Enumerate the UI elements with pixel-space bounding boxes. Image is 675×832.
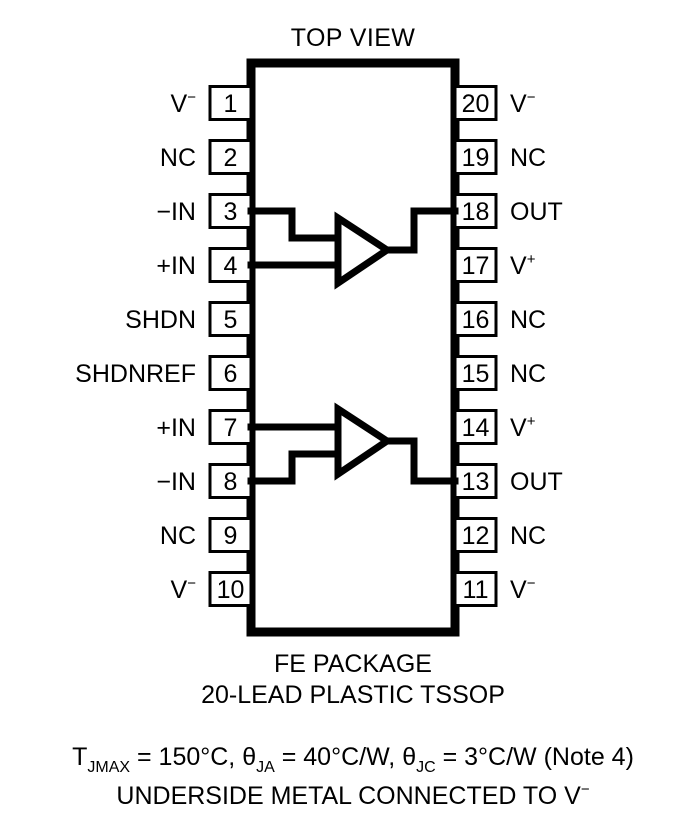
pin-box-5[interactable] — [208, 301, 253, 337]
pin-number-20: 20 — [462, 90, 490, 118]
pin-label-12: NC — [510, 522, 546, 550]
pin-number-12: 12 — [462, 522, 490, 550]
package-body — [246, 58, 460, 637]
pin-label-19: NC — [510, 144, 546, 172]
pin-number-7: 7 — [224, 414, 238, 442]
pin-number-6: 6 — [224, 360, 238, 388]
pin-box-11[interactable] — [453, 571, 498, 607]
pin-number-17: 17 — [462, 252, 490, 280]
amp1-output-wire — [381, 207, 459, 254]
package-name-line2: 20-LEAD PLASTIC TSSOP — [201, 681, 505, 709]
pin-label-13: OUT — [510, 468, 563, 496]
pin-box-15[interactable] — [453, 355, 498, 391]
pin-box-18[interactable] — [453, 193, 498, 229]
pin-label-3: −IN — [156, 198, 196, 226]
pin-number-3: 3 — [224, 198, 238, 226]
pin-number-5: 5 — [224, 306, 238, 334]
pin-box-12[interactable] — [453, 517, 498, 553]
pin-label-9: NC — [160, 522, 196, 550]
amp1-triangle — [334, 211, 394, 290]
pin-number-9: 9 — [224, 522, 238, 550]
pin-label-2: NC — [160, 144, 196, 172]
pin-number-1: 1 — [224, 90, 238, 118]
amplifier-2 — [247, 402, 459, 485]
pin-number-2: 2 — [224, 144, 238, 172]
pin-box-16[interactable] — [453, 301, 498, 337]
diagram-title: TOP VIEW — [291, 24, 416, 52]
pin-number-8: 8 — [224, 468, 238, 496]
pin-number-14: 14 — [462, 414, 490, 442]
pin-label-1: V− — [171, 89, 197, 118]
pin-box-9[interactable] — [208, 517, 253, 553]
pin-box-14[interactable] — [453, 409, 498, 445]
pin-label-11: V− — [510, 575, 536, 604]
pin-label-8: −IN — [156, 468, 196, 496]
pin-number-16: 16 — [462, 306, 490, 334]
amp2-triangle — [334, 402, 394, 481]
thermal-resistance-line: TJMAX = 150°C, θJA = 40°C/W, θJC = 3°C/W… — [72, 743, 634, 776]
pin-number-13: 13 — [462, 468, 490, 496]
pin-box-17[interactable] — [453, 247, 498, 283]
pin-box-1[interactable] — [208, 85, 253, 121]
left-pin-group: 1V−2NC3−IN4+IN5SHDN6SHDNREF7+IN8−IN9NC10… — [75, 85, 253, 607]
pin-label-14: V+ — [510, 413, 536, 442]
pin-box-2[interactable] — [208, 139, 253, 175]
pin-label-17: V+ — [510, 251, 536, 280]
amp1-inverting-input-wire — [247, 207, 342, 242]
package-name-line1: FE PACKAGE — [274, 650, 432, 678]
pin-label-15: NC — [510, 360, 546, 388]
pin-label-10: V− — [171, 575, 197, 604]
pin-label-4: +IN — [156, 252, 196, 280]
pin-number-18: 18 — [462, 198, 490, 226]
pin-label-20: V− — [510, 89, 536, 118]
pin-box-8[interactable] — [208, 463, 253, 499]
pin-number-10: 10 — [217, 576, 245, 604]
underside-metal-note: UNDERSIDE METAL CONNECTED TO V− — [116, 781, 589, 810]
pin-box-6[interactable] — [208, 355, 253, 391]
pin-label-18: OUT — [510, 198, 563, 226]
pin-label-5: SHDN — [125, 306, 196, 334]
pin-number-4: 4 — [224, 252, 238, 280]
pin-number-19: 19 — [462, 144, 490, 172]
amp2-output-wire — [381, 437, 459, 485]
pin-box-19[interactable] — [453, 139, 498, 175]
pin-number-11: 11 — [463, 576, 489, 604]
pin-box-3[interactable] — [208, 193, 253, 229]
pin-box-20[interactable] — [453, 85, 498, 121]
pin-label-16: NC — [510, 306, 546, 334]
pin-number-15: 15 — [462, 360, 490, 388]
pin-label-7: +IN — [156, 414, 196, 442]
amp2-inverting-input-wire — [247, 450, 342, 485]
pin-box-10[interactable] — [208, 571, 253, 607]
amplifier-1 — [247, 207, 459, 290]
pin-label-6: SHDNREF — [75, 360, 196, 388]
